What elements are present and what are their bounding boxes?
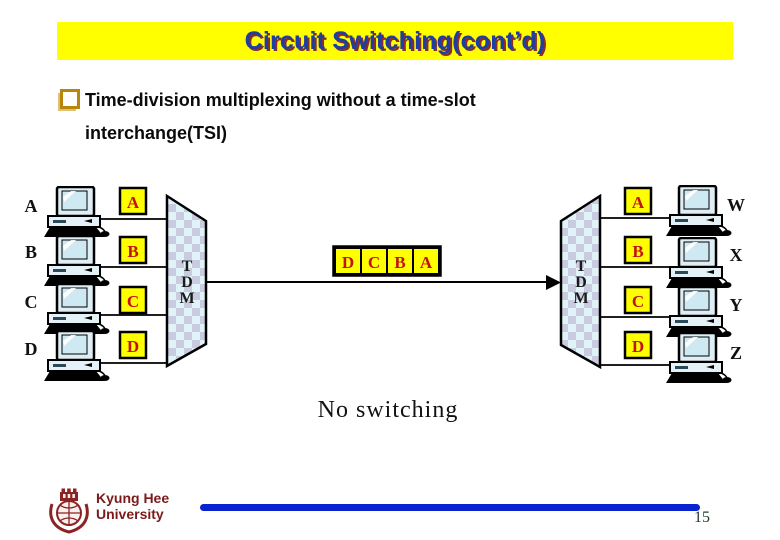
slot-box [118, 330, 148, 360]
slot-letter: D [127, 337, 139, 356]
frame-outline [332, 245, 442, 277]
diagram-caption: No switching [318, 397, 459, 423]
slot-box [623, 285, 653, 315]
slot-letter: C [632, 292, 644, 311]
slot-letter: D [632, 337, 644, 356]
left-computers [44, 186, 110, 383]
station-label: Y [730, 295, 743, 315]
mux-trapezoid [165, 193, 208, 369]
slot-box [118, 186, 148, 216]
institution-line-2: University [96, 506, 164, 522]
mux-label: T [182, 258, 193, 275]
page-title: Circuit Switching(cont’d) [244, 26, 546, 55]
square-bullet-icon [60, 89, 80, 109]
left-slot-boxes: A B C D [118, 186, 148, 360]
slot-box [118, 235, 148, 265]
desktop-computer-icon [44, 186, 110, 239]
station-label: C [25, 292, 38, 312]
institution-name: Kyung Hee University [96, 490, 169, 522]
mux-label: M [179, 290, 194, 307]
frame-slot-letter: C [368, 253, 380, 272]
slot-letter: A [632, 193, 645, 212]
desktop-computer-icon [666, 237, 732, 290]
right-computers [666, 185, 732, 385]
frame-slot-letter: A [420, 253, 433, 272]
slot-box [623, 186, 653, 216]
frame-slot-letter: D [342, 253, 354, 272]
institution-line-1: Kyung Hee [96, 490, 170, 506]
frame-slot-letter: B [394, 253, 405, 272]
footer-divider-bar [200, 504, 700, 511]
desktop-computer-icon [44, 330, 110, 383]
station-label: W [727, 195, 745, 215]
mux-label: D [181, 274, 193, 291]
title-bar: Circuit Switching(cont’d) [57, 22, 733, 60]
station-label: X [730, 245, 743, 265]
slot-letter: A [127, 193, 140, 212]
demux-trapezoid [559, 193, 602, 370]
slot-box [623, 330, 653, 360]
tdm-frame: D C B A [332, 245, 442, 277]
slot-box [623, 235, 653, 265]
bullet-line-1: Time-division multiplexing without a tim… [85, 90, 476, 110]
kyung-hee-crest-icon [49, 488, 89, 534]
slot-letter: B [632, 242, 643, 261]
slot-letter: C [127, 292, 139, 311]
demux-label: D [575, 274, 587, 291]
desktop-computer-icon [666, 332, 732, 385]
desktop-computer-icon [44, 283, 110, 336]
desktop-computer-icon [666, 185, 732, 238]
desktop-computer-icon [666, 286, 732, 339]
tdm-diagram: A B C D W X Y Z A B C D A B C D [25, 185, 745, 423]
right-slot-boxes: A B C D [623, 186, 653, 360]
page-number: 15 [694, 509, 710, 526]
desktop-computer-icon [44, 235, 110, 288]
slot-letter: B [127, 242, 138, 261]
bullet-line-2: interchange(TSI) [85, 123, 228, 143]
right-links [600, 217, 672, 366]
left-links [95, 218, 167, 364]
station-label: Z [730, 343, 742, 363]
slot-box [118, 285, 148, 315]
demux-label: M [573, 290, 588, 307]
demux-label: T [576, 258, 587, 275]
bullet-text: Time-division multiplexing without a tim… [85, 84, 705, 150]
station-label: D [25, 339, 38, 359]
right-arrowhead-icon [546, 275, 561, 290]
station-label: A [25, 196, 38, 216]
station-label: B [25, 242, 37, 262]
